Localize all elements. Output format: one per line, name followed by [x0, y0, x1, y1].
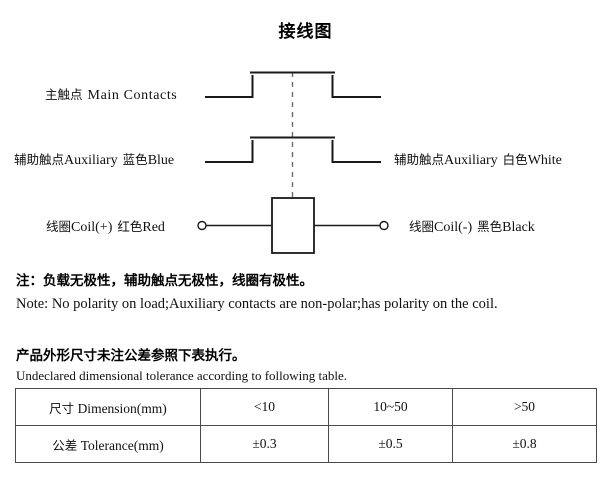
coil-positive-terminal: [197, 220, 207, 231]
label-coil-negative-en: Coil(-): [434, 220, 473, 235]
table-cell: 10~50: [328, 388, 453, 426]
label-coil-positive-color-cn: 红色: [117, 219, 143, 234]
table-cell: ±0.8: [452, 425, 597, 463]
label-auxiliary-white: 辅助触点Auxiliary 白色White: [394, 153, 562, 168]
table-row-label-en: Dimension(mm): [77, 400, 167, 416]
table-cell: >50: [452, 388, 597, 426]
table-row: 公差 Tolerance(mm) ±0.3 ±0.5 ±0.8: [15, 425, 597, 463]
label-coil-positive-en: Coil(+): [71, 220, 113, 235]
table-cell: <10: [200, 388, 329, 426]
table-row-label: 公差 Tolerance(mm): [15, 425, 201, 463]
label-main-contacts: 主触点 Main Contacts: [45, 88, 177, 103]
label-auxiliary-blue-color-cn: 蓝色: [122, 152, 148, 167]
table-cell: ±0.3: [200, 425, 329, 463]
label-main-contacts-cn: 主触点: [45, 87, 83, 102]
label-coil-negative-color-cn: 黑色: [477, 219, 503, 234]
main-contacts-symbol: [205, 71, 381, 98]
table-row: 尺寸 Dimension(mm) <10 10~50 >50: [15, 388, 597, 426]
tolerance-statement-chinese: 产品外形尺寸未注公差参照下表执行。: [16, 348, 246, 364]
label-auxiliary-white-cn: 辅助触点: [394, 152, 445, 167]
table-cell: ±0.5: [328, 425, 453, 463]
table-row-label-en: Tolerance(mm): [80, 437, 164, 453]
page-title: 接线图: [278, 22, 333, 42]
label-main-contacts-en: Main Contacts: [87, 88, 178, 103]
label-auxiliary-white-en: Auxiliary: [444, 153, 498, 168]
label-coil-negative-color-en: Black: [502, 220, 535, 235]
coil-symbol: [197, 197, 389, 254]
table-row-label-cn: 尺寸: [49, 400, 75, 416]
label-coil-positive-cn: 线圈: [46, 219, 72, 234]
label-auxiliary-blue-en: Auxiliary: [64, 153, 118, 168]
label-auxiliary-blue-color-en: Blue: [147, 153, 175, 168]
label-auxiliary-white-color-en: White: [527, 153, 562, 168]
table-row-label-cn: 公差: [52, 437, 78, 453]
label-auxiliary-blue: 辅助触点Auxiliary 蓝色Blue: [14, 153, 174, 168]
coil-negative-terminal: [379, 220, 389, 231]
tolerance-statement-english: Undeclared dimensional tolerance accordi…: [16, 368, 348, 383]
label-auxiliary-blue-cn: 辅助触点: [14, 152, 65, 167]
table-row-label: 尺寸 Dimension(mm): [15, 388, 201, 426]
label-coil-positive: 线圈Coil(+) 红色Red: [46, 220, 165, 235]
label-coil-negative: 线圈Coil(-) 黑色Black: [409, 220, 535, 235]
label-auxiliary-white-color-cn: 白色: [502, 152, 528, 167]
note-english: Note: No polarity on load;Auxiliary cont…: [16, 296, 498, 312]
tolerance-table: 尺寸 Dimension(mm) <10 10~50 >50 公差 Tolera…: [15, 388, 597, 463]
label-coil-negative-cn: 线圈: [409, 219, 435, 234]
note-chinese: 注：负载无极性，辅助触点无极性，线圈有极性。: [16, 273, 313, 289]
auxiliary-contacts-symbol: [205, 136, 381, 163]
label-coil-positive-color-en: Red: [142, 220, 165, 235]
